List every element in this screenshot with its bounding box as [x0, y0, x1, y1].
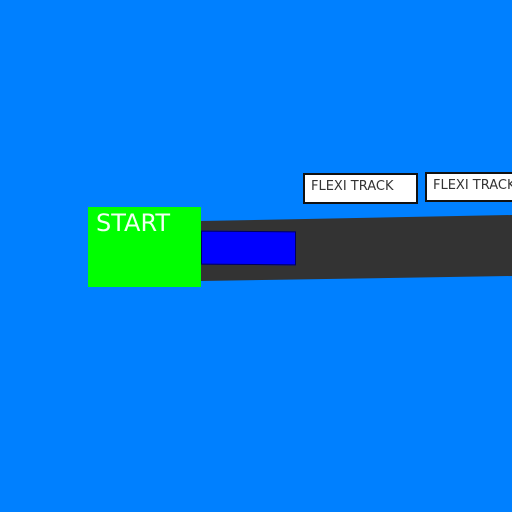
flexi-track-sign-1: FLEXI TRACK: [303, 173, 418, 204]
flexi-track-sign-2: FLEXI TRACK: [425, 172, 512, 202]
flexi-track-sign-label: FLEXI TRACK: [433, 178, 512, 193]
player-car[interactable]: [201, 230, 296, 266]
start-label: START: [96, 209, 171, 237]
flexi-track-sign-label: FLEXI TRACK: [311, 179, 394, 194]
start-block: START: [88, 207, 201, 287]
